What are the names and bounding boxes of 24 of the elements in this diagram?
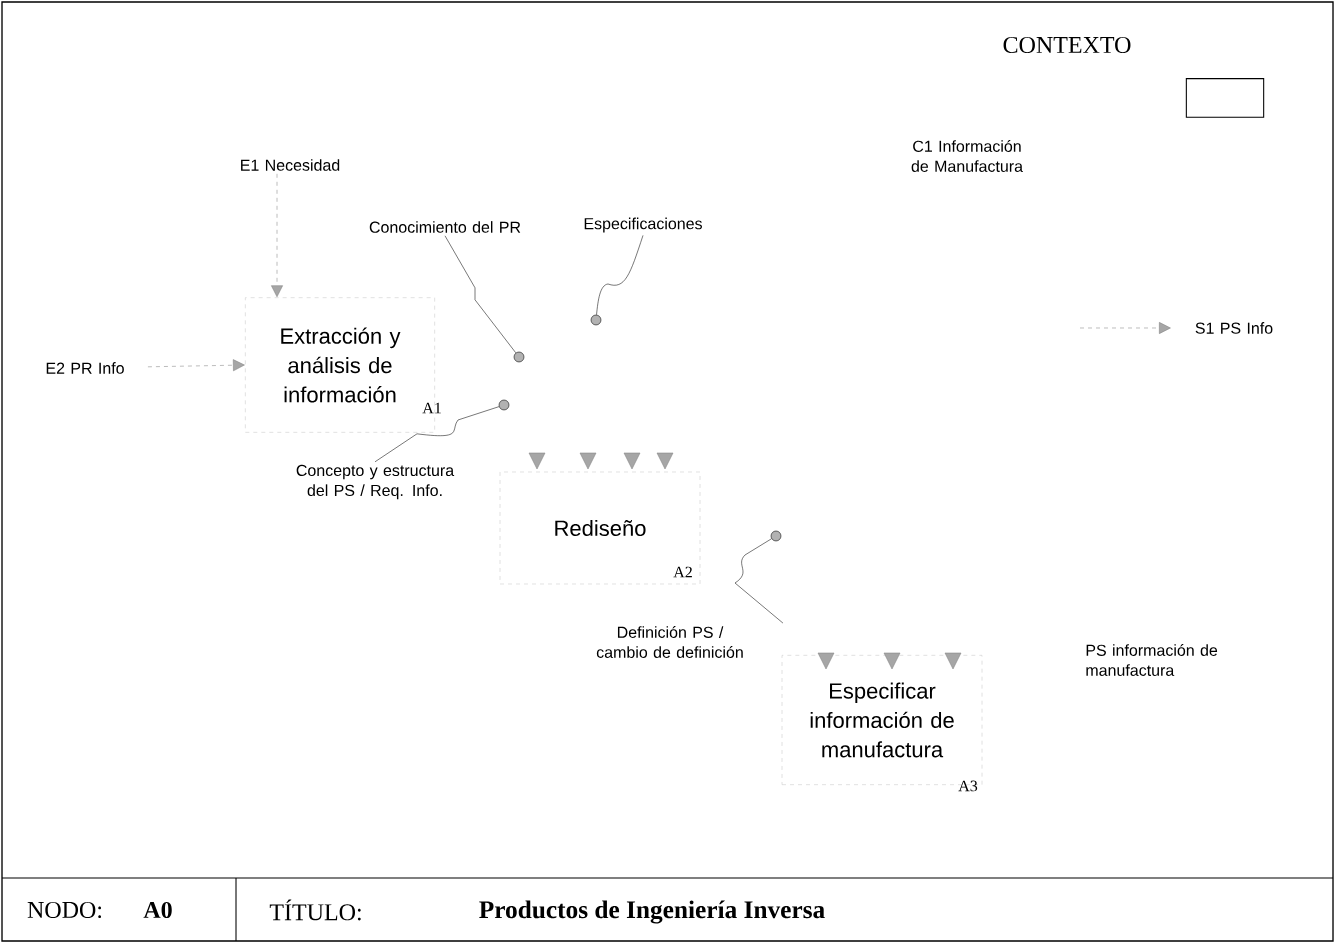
leader-line <box>444 235 517 354</box>
arrow <box>1079 322 1171 334</box>
field-label: NODO: <box>27 901 102 919</box>
flow-label: Conocimiento del PR <box>369 221 521 233</box>
context-box <box>1185 78 1265 118</box>
activity-number: A1 <box>422 402 441 414</box>
leader-line <box>596 235 644 316</box>
flow-label: E1 Necesidad <box>241 159 340 171</box>
leader-line <box>374 406 500 463</box>
diagram-title: Productos de Ingeniería Inversa <box>479 900 825 924</box>
flow-label: Definición PS / cambio de definición <box>596 626 743 658</box>
arrow <box>271 173 283 298</box>
heading: CONTEXTO <box>1003 36 1131 54</box>
activity-number: A2 <box>673 566 692 578</box>
flow-label: S1 PS Info <box>1195 322 1273 334</box>
arrow <box>147 359 245 372</box>
leader-line <box>734 538 784 624</box>
flow-label: C1 Información de Manufactura <box>911 140 1023 172</box>
field-label: TÍTULO: <box>269 899 361 921</box>
flow-label: PS información de manufactura <box>1086 644 1218 676</box>
node-number: A0 <box>143 901 172 919</box>
flow-label: E2 PR Info <box>46 362 124 374</box>
flow-label: Concepto y estructura del PS / Req. Info. <box>296 464 455 500</box>
flow-label: Especificaciones <box>584 217 702 233</box>
